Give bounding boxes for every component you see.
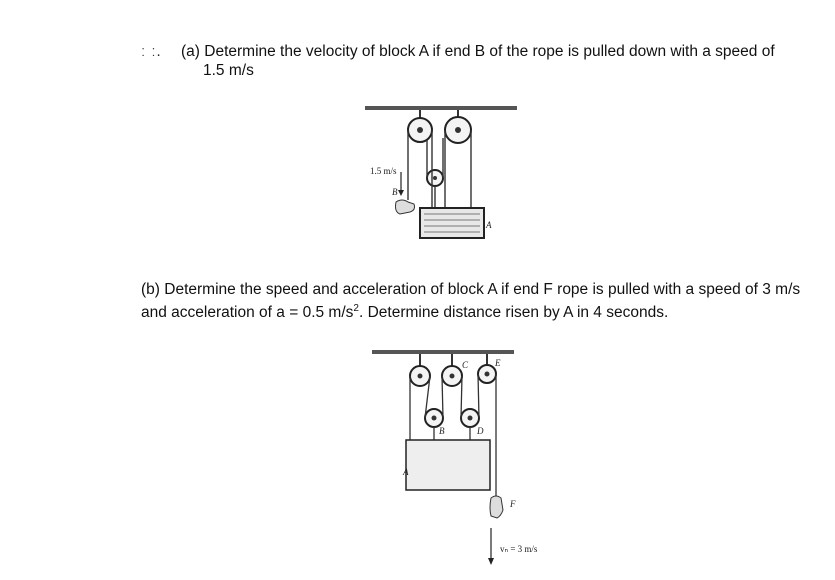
hand-a	[395, 199, 415, 215]
label-speed-b: vₙ = 3 m/s	[500, 544, 538, 554]
ceiling-b	[372, 350, 514, 354]
fixed-pulley-a2	[444, 116, 472, 144]
block-a-b	[405, 439, 491, 491]
part-b-text-end: . Determine distance risen by A in 4 sec…	[358, 304, 669, 322]
pulley-e	[477, 364, 497, 384]
part-b-sup: 2	[353, 303, 359, 314]
label-c-b: C	[462, 360, 469, 370]
label-b-b: B	[439, 426, 445, 436]
fixed-pulley-a1	[407, 117, 433, 143]
part-a-line2: 1.5 m/s	[203, 62, 254, 79]
block-a	[419, 207, 485, 239]
part-a-question: (a) Determine the velocity of block A if…	[181, 42, 811, 80]
movable-pulley-a	[426, 169, 444, 187]
pulley-d	[460, 408, 480, 428]
part-a-line1: (a) Determine the velocity of block A if…	[181, 43, 775, 60]
label-b-a: B	[392, 187, 398, 197]
part-b-text: (b) Determine the speed and acceleration…	[141, 281, 801, 322]
pulley-b	[424, 408, 444, 428]
hand-b	[489, 495, 504, 519]
pulley-c	[441, 365, 463, 387]
label-a-b: A	[402, 467, 409, 477]
label-f-b: F	[509, 499, 516, 509]
label-block-a: A	[485, 220, 492, 230]
label-speed-a: 1.5 m/s	[370, 166, 397, 176]
ceiling-a	[365, 106, 517, 110]
label-e-b: E	[494, 358, 501, 368]
part-b-question: (b) Determine the speed and acceleration…	[141, 280, 811, 322]
question-number: ː ː.	[141, 43, 162, 60]
pulley-fixed-b1	[409, 365, 431, 387]
label-d-b: D	[476, 426, 484, 436]
